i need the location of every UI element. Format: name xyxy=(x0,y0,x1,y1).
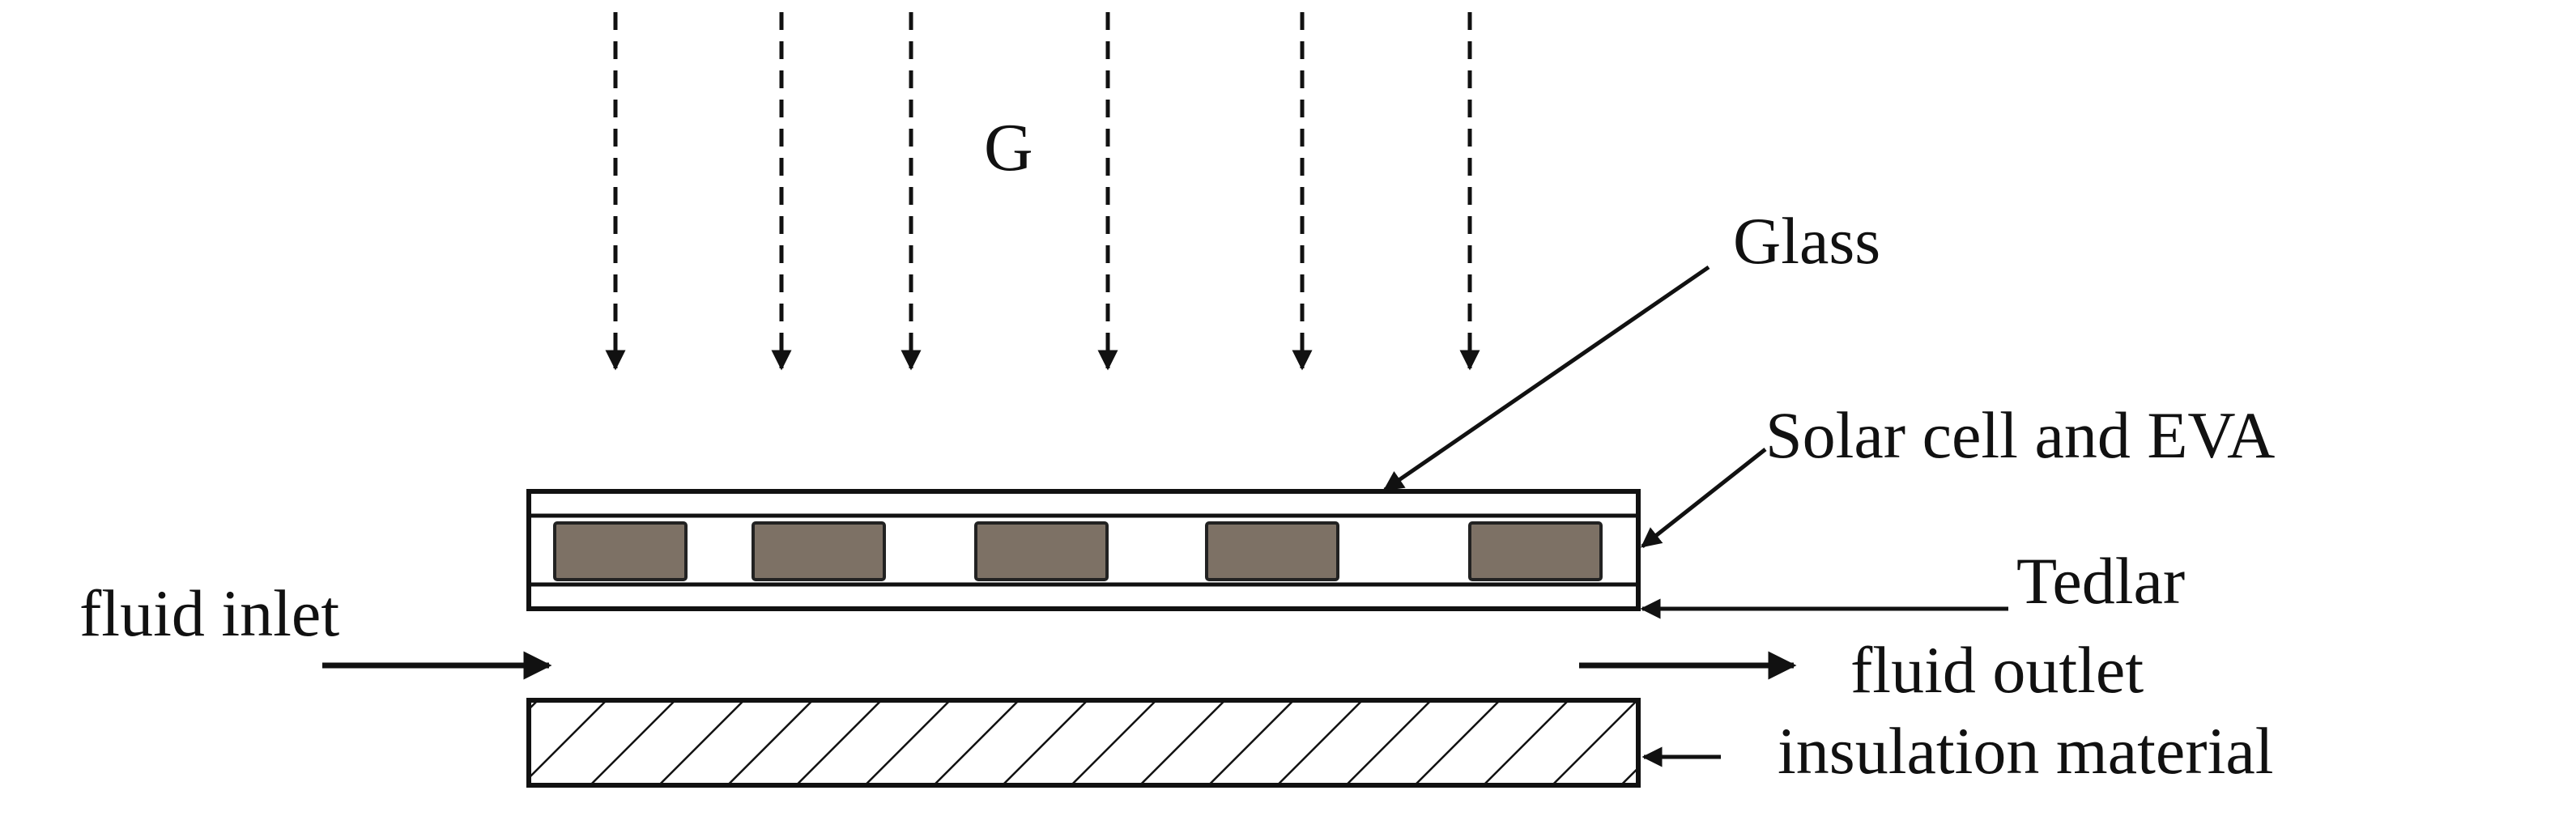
fluid-outlet-label: fluid outlet xyxy=(1850,633,2144,707)
solar-cell-eva-label: Solar cell and EVA xyxy=(1765,398,2275,472)
pv-module xyxy=(526,489,1641,611)
solar-cell xyxy=(752,521,886,581)
solar-cell xyxy=(1205,521,1339,581)
insulation-label: insulation material xyxy=(1778,714,2274,788)
solar-cells xyxy=(553,521,1603,581)
fluid-inlet-label: fluid inlet xyxy=(79,576,339,650)
insulation-layer xyxy=(526,698,1641,788)
glass-leader-arrow xyxy=(1382,265,1710,492)
solar-cell-leader-arrow xyxy=(1641,448,1767,548)
solar-cell xyxy=(974,521,1109,581)
solar-cell xyxy=(1468,521,1603,581)
glass-label: Glass xyxy=(1733,204,1880,278)
irradiance-label: G xyxy=(984,110,1033,185)
tedlar-label: Tedlar xyxy=(2016,544,2185,618)
irradiance-arrows xyxy=(605,12,1480,371)
glass-layer xyxy=(526,489,1641,611)
solar-cell xyxy=(553,521,688,581)
